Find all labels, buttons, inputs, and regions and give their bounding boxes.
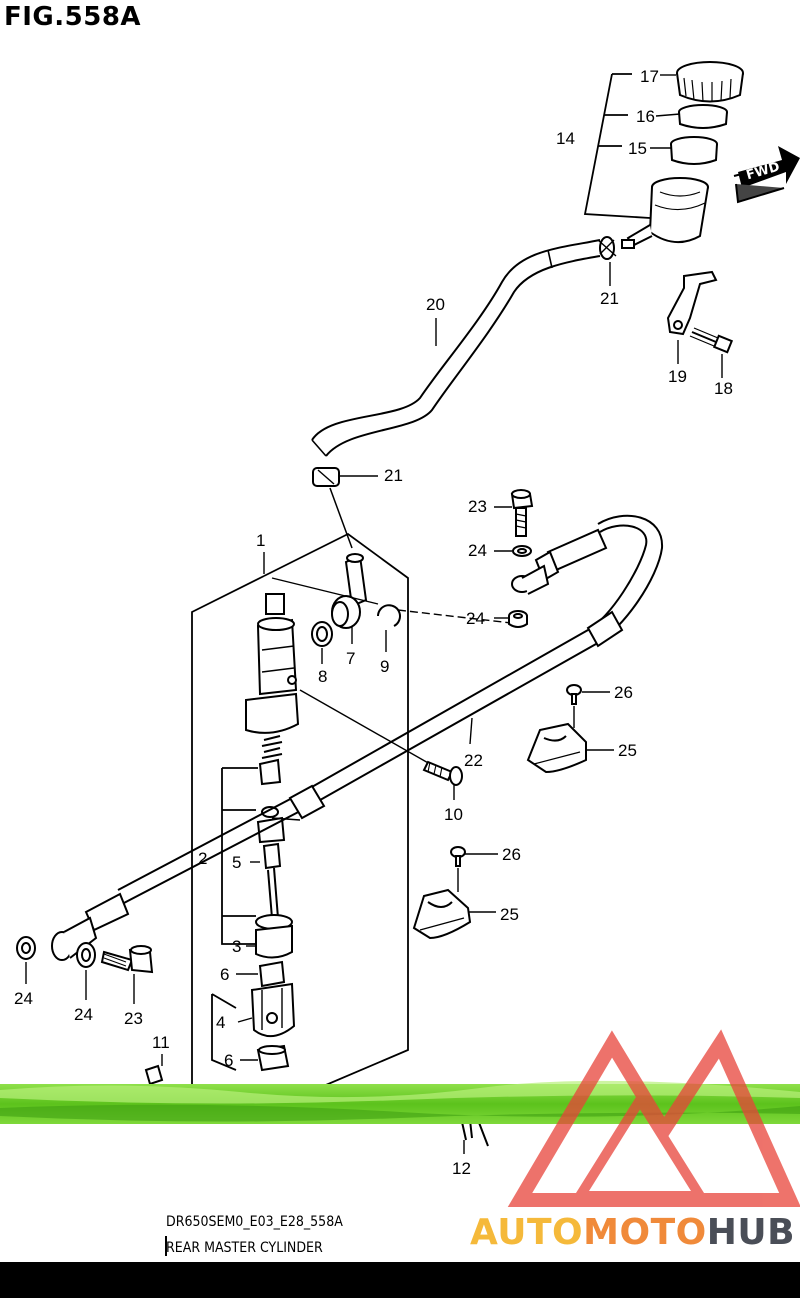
callout-3: 3: [232, 937, 241, 956]
washer-24-d: [76, 942, 96, 968]
hose-clamp-25-upper: [526, 722, 587, 774]
o-ring-8: [311, 621, 333, 647]
figure-title: FIG.558A: [4, 2, 142, 32]
hose-sleeve-upper: [586, 610, 624, 648]
callout-24-a: 24: [468, 541, 487, 560]
callout-11: 11: [152, 1033, 170, 1052]
callout-18: 18: [714, 379, 733, 398]
piston-5: [256, 806, 286, 870]
callout-23-upper: 23: [468, 497, 487, 516]
nut-6-upper: [258, 960, 286, 988]
callout-9: 9: [380, 657, 389, 676]
brake-hose-22: [117, 514, 664, 905]
callout-14: 14: [556, 129, 575, 148]
callout-25-upper: 25: [618, 741, 637, 760]
hose-clamp-21-upper: [597, 236, 635, 260]
diaphragm-15: [670, 136, 718, 165]
callout-1: 1: [256, 531, 265, 550]
washer-24-b: [508, 610, 528, 628]
push-rod: [267, 867, 279, 919]
caption-divider: [165, 1236, 167, 1256]
bottom-black-bar: [0, 1262, 800, 1298]
reservoir-cap-17: [676, 61, 744, 103]
watermark-part-1: AUTO: [470, 1212, 584, 1253]
bolt-11: [144, 1064, 164, 1086]
piston-cup: [258, 758, 282, 786]
hose-sleeve-lower: [288, 784, 326, 820]
banjo-bolt-23-lower: [100, 945, 154, 974]
callout-12: 12: [452, 1159, 471, 1178]
callout-6-lower: 6: [224, 1051, 233, 1070]
callout-25-lower: 25: [500, 905, 519, 924]
callout-5: 5: [232, 853, 241, 872]
callout-labels: 17 16 14 15 21 20 19 18 21 23 1 24 24 7 …: [14, 67, 733, 1178]
caption-title: REAR MASTER CYLINDER: [166, 1240, 323, 1256]
washer-24-c: [16, 936, 36, 960]
master-cylinder-body: [245, 593, 300, 734]
leader-lines: [271, 577, 521, 821]
screw-26-lower: [450, 846, 466, 867]
watermark-logo-icon: [507, 1029, 800, 1207]
callout-22: 22: [464, 751, 483, 770]
callout-4: 4: [216, 1013, 225, 1032]
hose-clamp-25-lower: [412, 888, 472, 940]
push-rod-washer-3: [255, 914, 293, 959]
callout-ticks: [25, 74, 723, 1154]
banjo-bolt-23-upper: [510, 489, 534, 537]
watermark-part-2: MOTO: [583, 1212, 707, 1253]
callout-26-lower: 26: [502, 845, 521, 864]
callout-6-upper: 6: [220, 965, 229, 984]
nut-6-lower: [256, 1044, 290, 1072]
bolt-18: [689, 327, 734, 354]
joint-elbow: [344, 553, 368, 608]
callout-23-lower: 23: [124, 1009, 143, 1028]
callout-26-upper: 26: [614, 683, 633, 702]
callout-10: 10: [444, 805, 463, 824]
callout-20: 20: [426, 295, 445, 314]
callout-21-lower: 21: [384, 466, 403, 485]
callout-19: 19: [668, 367, 687, 386]
banjo-fitting-upper: [511, 528, 608, 595]
callout-16: 16: [636, 107, 655, 126]
group-bracket-4: [211, 993, 237, 1071]
callout-17: 17: [640, 67, 659, 86]
washer-24-a: [512, 545, 532, 557]
group-bracket-2: [221, 767, 258, 945]
assembly-outline-1: [191, 532, 409, 1097]
callout-15: 15: [628, 139, 647, 158]
fwd-arrow: [733, 146, 800, 204]
leader-line: [329, 487, 353, 549]
screw-26-upper: [566, 684, 582, 705]
callout-24-b: 24: [466, 609, 485, 628]
bracket-19: [666, 270, 718, 336]
diaphragm-plate-16: [678, 104, 728, 129]
callout-7: 7: [346, 649, 355, 668]
callout-8: 8: [318, 667, 327, 686]
caption-code: DR650SEM0_E03_E28_558A: [166, 1214, 343, 1230]
clevis-4: [250, 982, 296, 1037]
watermark-text: AUTOMOTOHUB: [470, 1212, 795, 1253]
hose-clamp-21-lower: [312, 467, 340, 487]
callout-2: 2: [198, 849, 207, 868]
callout-24-c: 24: [14, 989, 33, 1008]
bolt-10: [422, 760, 463, 786]
group-bracket-14: [583, 73, 651, 219]
reservoir-hose-20: [311, 239, 601, 457]
piston-spring: [261, 735, 283, 759]
reservoir-tank-14: [626, 177, 709, 248]
callout-21-upper: 21: [600, 289, 619, 308]
watermark-part-3: HUB: [706, 1212, 796, 1253]
hose-joint-7: [331, 595, 361, 629]
circlip-9: [377, 604, 401, 627]
callout-24-d: 24: [74, 1005, 93, 1024]
